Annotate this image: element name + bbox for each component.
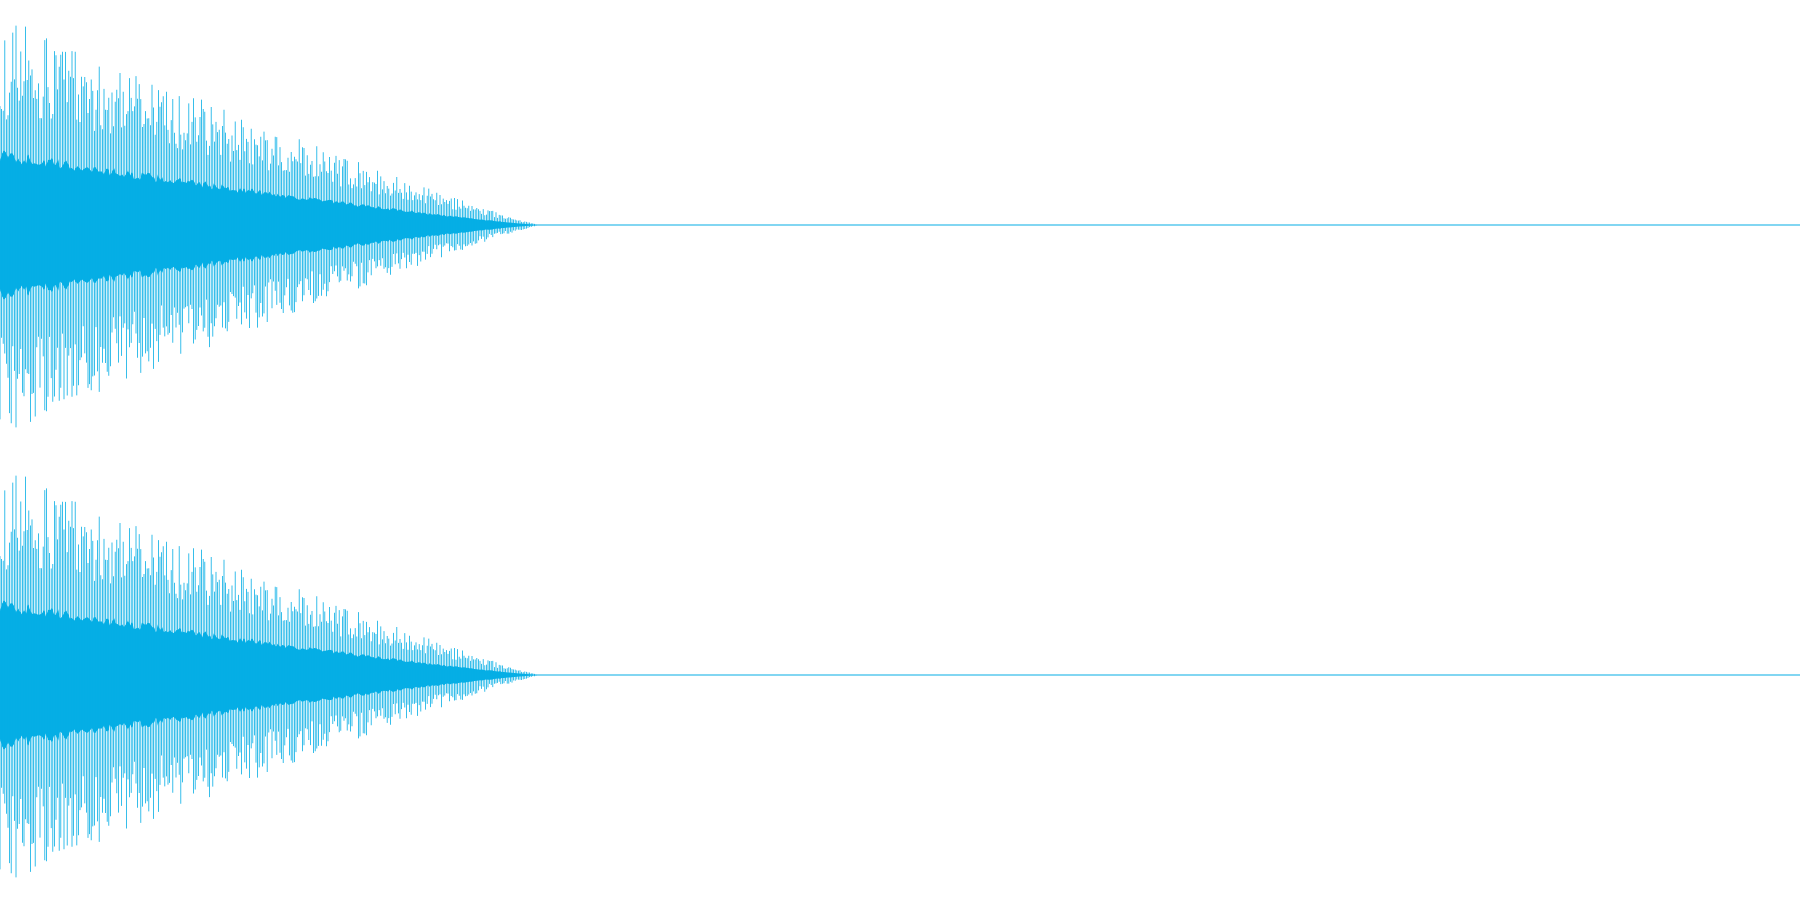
waveform-spikes bbox=[0, 475, 540, 878]
waveform-spikes bbox=[0, 25, 540, 428]
channel-2-waveform[interactable] bbox=[0, 475, 1800, 878]
channel-1-waveform[interactable] bbox=[0, 25, 1800, 428]
